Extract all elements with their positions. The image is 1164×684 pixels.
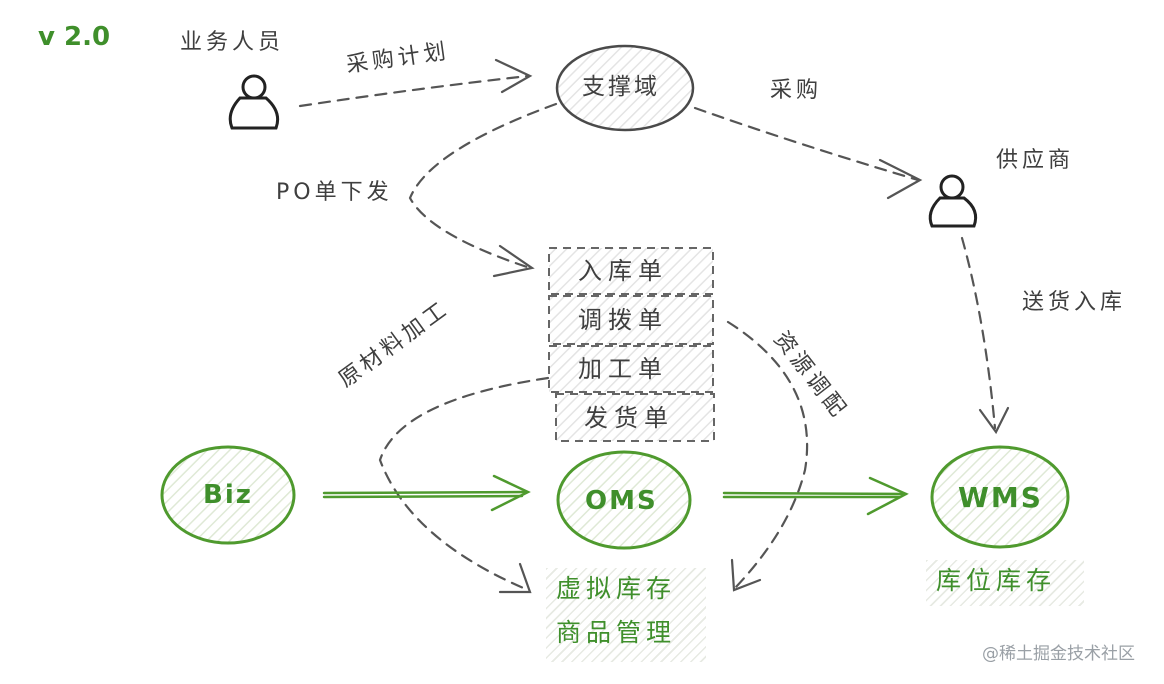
purchase-plan-arrow (298, 74, 530, 108)
watermark: @稀土掘金技术社区 (982, 644, 1135, 664)
business-staff-person-icon (228, 74, 280, 130)
virtual-inventory-label: 虚拟库存 (556, 574, 677, 603)
supplier-person-icon (928, 174, 978, 228)
biz-label: Biz (203, 480, 253, 510)
biz-to-oms-arrow (322, 490, 528, 495)
wms-features-box (926, 560, 1084, 606)
location-inventory-label: 库位库存 (936, 566, 1057, 595)
oms-to-wms-arrow (722, 491, 908, 496)
biz-node (160, 445, 296, 545)
oms-features-box (546, 568, 706, 662)
doc-processing-order: 加工单 (578, 355, 668, 383)
wms-node (930, 445, 1070, 549)
business-staff-label: 业务人员 (180, 30, 285, 55)
doc-transfer-order: 调拨单 (578, 306, 668, 334)
delivery-inbound-arrow (960, 236, 997, 430)
doc-shipping-order: 发货单 (584, 404, 674, 432)
raw-material-arrow (378, 376, 550, 592)
support-domain-node (555, 44, 695, 132)
po-issue-arrow (408, 102, 558, 270)
version-label: v 2.0 (38, 22, 111, 52)
oms-label: OMS (585, 486, 658, 516)
purchase-label: 采购 (770, 78, 823, 103)
support-domain-label: 支撑域 (582, 74, 660, 100)
supplier-label: 供应商 (996, 148, 1075, 173)
doc-inbound-order: 入库单 (578, 257, 668, 285)
resource-allocation-arrow (726, 320, 809, 590)
delivery-inbound-label: 送货入库 (1022, 290, 1127, 315)
product-management-label: 商品管理 (556, 618, 677, 647)
oms-node (556, 450, 692, 550)
wms-label: WMS (958, 481, 1043, 514)
document-stack (548, 247, 715, 442)
purchase-arrow (693, 106, 920, 182)
po-issue-label: PO单下发 (276, 180, 393, 205)
